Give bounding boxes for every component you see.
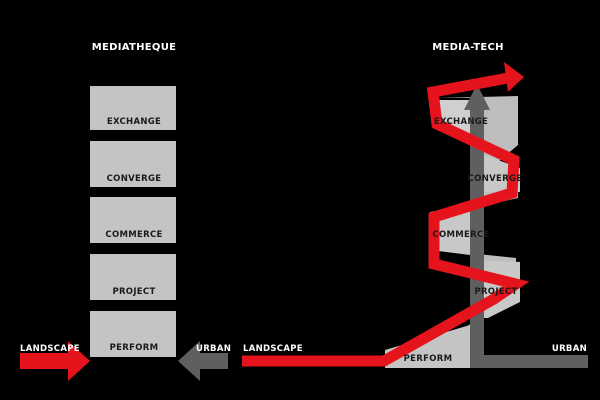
left-title: MEDIATHEQUE [92, 42, 177, 53]
right-label-perform: PERFORM [404, 354, 453, 364]
left-stack: EXCHANGE CONVERGE COMMERCE PROJECT PERFO… [90, 86, 176, 357]
left-label-perform: PERFORM [110, 343, 159, 353]
right-floor-perform [385, 325, 470, 368]
right-urban-path [470, 108, 588, 368]
right-landscape-ribbon [242, 72, 530, 367]
left-box-project [90, 254, 176, 300]
left-urban-arrow [178, 341, 228, 381]
right-label-project: PROJECT [474, 287, 517, 297]
left-box-perform [90, 311, 176, 357]
right-title: MEDIA-TECH [432, 42, 504, 53]
right-label-commerce: COMMERCE [432, 230, 489, 240]
left-label-project: PROJECT [112, 287, 155, 297]
right-urban-arrowhead [464, 84, 490, 110]
left-label-commerce: COMMERCE [105, 230, 162, 240]
right-landscape-arrowhead [504, 62, 524, 92]
left-label-converge: CONVERGE [107, 174, 162, 184]
right-landscape-label: LANDSCAPE [243, 344, 303, 354]
left-label-exchange: EXCHANGE [107, 117, 161, 127]
right-urban-label: URBAN [552, 344, 587, 354]
left-urban-label: URBAN [196, 344, 231, 354]
left-box-exchange [90, 86, 176, 130]
right-label-converge: CONVERGE [468, 174, 523, 184]
right-label-exchange: EXCHANGE [434, 117, 488, 127]
left-landscape-label: LANDSCAPE [20, 344, 80, 354]
left-landscape-arrow [20, 341, 90, 381]
left-box-converge [90, 141, 176, 187]
left-box-commerce [90, 197, 176, 243]
